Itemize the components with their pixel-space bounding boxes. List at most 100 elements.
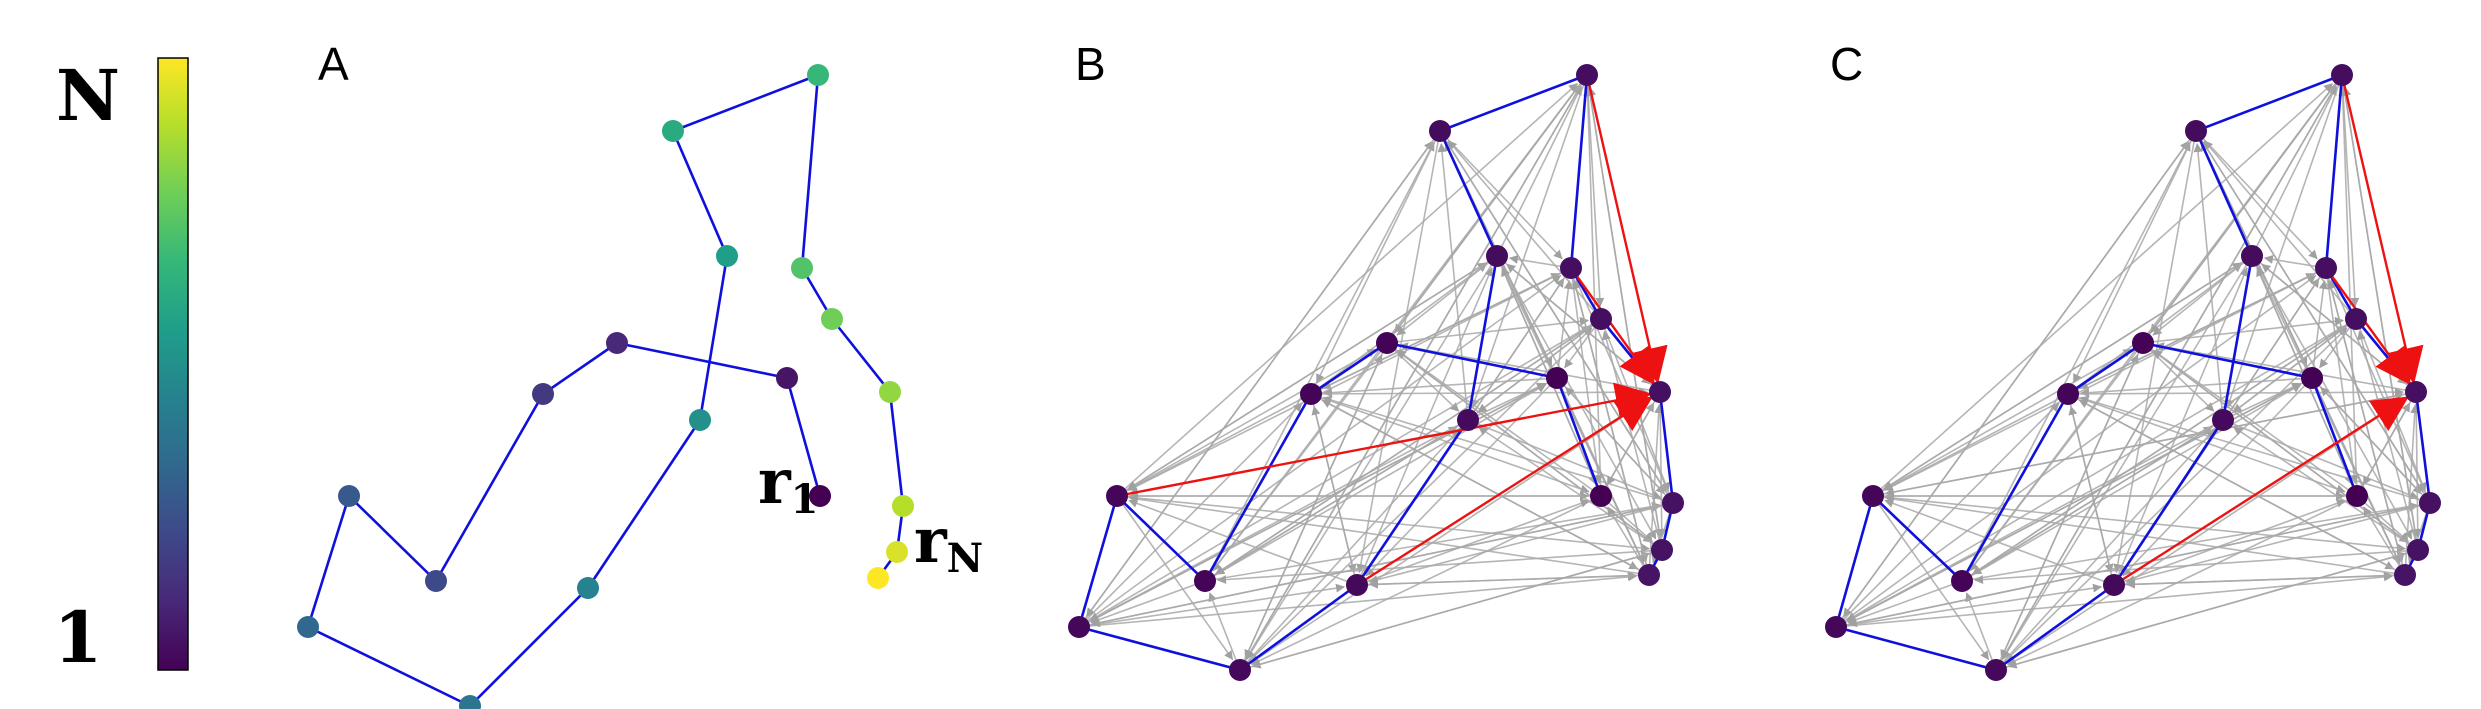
contact-edge: [1310, 387, 1648, 397]
contact-edge: [1496, 85, 1582, 257]
contact-edge: [1128, 499, 1358, 586]
chain-segment: [306, 495, 351, 628]
contact-edge: [1585, 86, 1663, 551]
contact-edge: [1586, 74, 1605, 307]
contact-edge: [2225, 74, 2343, 409]
residue-node: [1590, 308, 1612, 330]
chain-segment: [888, 391, 905, 507]
colorbar: N 1: [54, 54, 189, 679]
residue-node: [1194, 570, 1216, 592]
chain-segment: [616, 341, 788, 380]
contact-edge: [1835, 402, 2060, 628]
contact-edge: [1583, 87, 1602, 497]
residue-node: [1651, 539, 1673, 561]
residue-node: [2103, 574, 2125, 596]
residue-node: [821, 308, 843, 330]
contact-edge: [2113, 267, 2248, 586]
chain-segment: [586, 419, 702, 589]
chain-segment: [307, 625, 471, 708]
contact-edge: [1657, 391, 1667, 538]
chain-segment: [1872, 495, 1963, 582]
chain-segment: [2324, 74, 2344, 269]
residue-node: [2345, 308, 2367, 330]
chain-segment: [785, 377, 822, 497]
chain-segment: [1569, 74, 1589, 269]
residue-node: [1346, 574, 1368, 596]
chain-segment: [2221, 255, 2254, 421]
chain-segment: [1077, 495, 1119, 628]
residue-node: [1546, 367, 1568, 389]
contact-edge: [2154, 342, 2417, 393]
residue-node: [2315, 257, 2337, 279]
chain-segment: [1438, 130, 1499, 257]
residue-node: [1486, 245, 1508, 267]
chain-segment: [830, 318, 892, 393]
contact-edge: [2256, 266, 2406, 576]
residue-node: [425, 570, 447, 592]
contact-edge: [1386, 316, 1589, 344]
residue-node: [2407, 539, 2429, 561]
panel-c-chain: [1834, 73, 2432, 672]
contact-edge: [1478, 426, 1663, 551]
chain-segment: [1466, 255, 1499, 421]
contact-edge: [2233, 426, 2419, 551]
label-rN: rN: [914, 504, 983, 582]
colorbar-top-label: N: [56, 54, 120, 137]
contact-edge: [1239, 428, 1460, 671]
contact-edge: [2338, 87, 2358, 497]
panel-b: B: [1068, 38, 1684, 681]
contact-edge: [2413, 391, 2423, 538]
contact-edge: [2142, 316, 2344, 344]
residue-node: [886, 541, 908, 563]
panel-b-gray-edges: [1078, 74, 1674, 671]
residue-node: [867, 567, 889, 589]
chain-segment: [1960, 393, 2070, 582]
contact-edge: [1571, 279, 1650, 576]
label-r1: r1: [758, 445, 819, 523]
chain-segment: [1310, 341, 1388, 396]
contact-edge: [2326, 279, 2406, 576]
contact-edge: [2125, 502, 2431, 585]
contact-edge: [1078, 572, 1637, 628]
contact-edge: [1356, 267, 1493, 586]
contact-edge: [1127, 267, 1572, 491]
contact-edge: [2404, 404, 2420, 576]
highlight-edge: [1356, 396, 1653, 587]
residue-node: [1638, 564, 1660, 586]
contact-edge: [2222, 419, 2419, 500]
contact-edge: [2340, 86, 2419, 551]
panel-c-gray-edges: [1835, 74, 2431, 671]
contact-edge: [2080, 377, 2313, 398]
contact-edge: [1446, 141, 1674, 504]
contact-edge: [1217, 549, 1663, 585]
residue-node: [791, 257, 813, 279]
chain-segment: [469, 587, 589, 707]
residue-node: [1985, 659, 2007, 681]
contact-edge: [1872, 348, 2133, 497]
residue-node: [1862, 485, 1884, 507]
contact-edge: [1127, 255, 1498, 490]
label-r1-main: r: [758, 445, 792, 518]
contact-edge: [1321, 399, 1650, 576]
contact-edge: [1086, 130, 1441, 618]
residue-node: [2394, 564, 2416, 586]
residue-node: [577, 577, 599, 599]
contact-edge: [1835, 583, 2103, 628]
panel-b-nodes: [1068, 64, 1684, 681]
contact-edge: [1439, 130, 1563, 260]
chain-segment: [2067, 341, 2144, 396]
residue-node: [1229, 659, 1251, 681]
residue-node: [2212, 409, 2234, 431]
contact-edge: [1965, 592, 1997, 671]
residue-node: [1649, 381, 1671, 403]
contact-edge: [1311, 405, 1358, 586]
highlight-edge: [2113, 396, 2409, 587]
chain-segment: [671, 130, 729, 257]
contact-edge: [1090, 580, 1206, 624]
panel-c-nodes: [1825, 64, 2441, 681]
chain-segment: [1116, 495, 1206, 582]
contact-edge: [1215, 419, 1469, 575]
residue-node: [297, 616, 319, 638]
contact-edge: [1496, 255, 1657, 540]
contact-edge: [2122, 377, 2313, 577]
